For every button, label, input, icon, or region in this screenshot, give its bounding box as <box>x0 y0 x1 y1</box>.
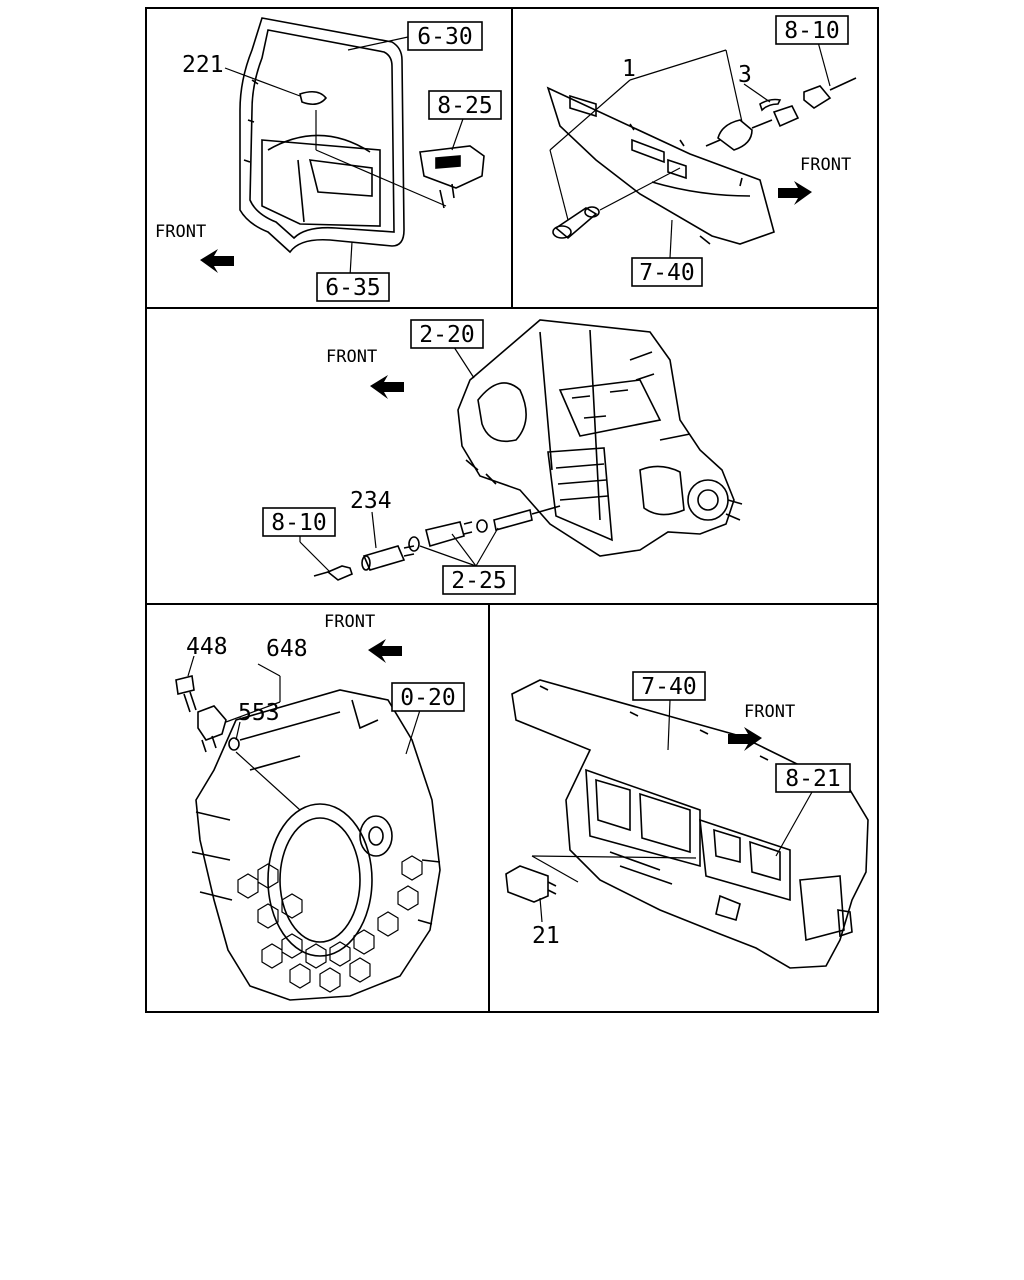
front-label: FRONT <box>800 155 851 175</box>
panel-upper-left: 6-30 8-25 6-35 221 FRONT <box>155 17 502 302</box>
svg-text:8-21: 8-21 <box>785 766 840 792</box>
panel-frame <box>145 7 879 1013</box>
svg-text:6-30: 6-30 <box>417 24 472 50</box>
dashboard-illustration <box>511 679 869 969</box>
panel-upper-right: 8-10 7-40 1 3 FRONT <box>546 15 857 287</box>
panel-middle: 2-20 8-10 2-25 234 FRONT <box>262 319 743 595</box>
svg-text:7-40: 7-40 <box>639 260 694 286</box>
leader-lines <box>224 36 465 277</box>
callout-part-3: 3 <box>738 62 752 88</box>
front-label: FRONT <box>744 702 795 722</box>
callout-sensor-648: 648 <box>266 636 308 662</box>
front-label: FRONT <box>326 347 377 367</box>
bulb-part-221 <box>299 90 328 106</box>
housing-illustration <box>191 689 441 1001</box>
sensor-parts <box>175 675 240 753</box>
front-arrow-icon <box>370 375 404 399</box>
speedo-sensor-parts <box>313 505 561 581</box>
callout-harness: 8-10 <box>775 15 849 45</box>
front-arrow-icon <box>728 727 762 751</box>
front-label: FRONT <box>155 222 206 242</box>
svg-text:7-40: 7-40 <box>641 674 696 700</box>
switch-illustration <box>419 145 485 209</box>
callout-oring-553: 553 <box>238 700 280 726</box>
leader-lines <box>549 41 831 259</box>
callout-dash: 7-40 <box>632 671 706 701</box>
callout-switch: 8-25 <box>428 90 502 120</box>
svg-text:6-35: 6-35 <box>325 275 380 301</box>
callout-door: 6-30 <box>407 21 483 51</box>
leader-lines <box>187 655 421 811</box>
svg-text:0-20: 0-20 <box>400 685 455 711</box>
housing-honeycomb <box>237 855 423 993</box>
switch-part-21 <box>505 865 557 903</box>
callout-cluster: 8-21 <box>775 763 851 793</box>
panel-illustration <box>546 86 775 245</box>
callout-bolt-448: 448 <box>186 634 228 660</box>
svg-text:8-25: 8-25 <box>437 93 492 119</box>
front-arrow-icon <box>200 249 234 273</box>
front-arrow-icon <box>368 639 402 663</box>
callout-speedo: 2-25 <box>442 565 516 595</box>
switch-part-3 <box>705 77 857 151</box>
callout-panel: 7-40 <box>631 257 703 287</box>
svg-text:2-25: 2-25 <box>451 568 506 594</box>
callout-part-21: 21 <box>532 923 560 949</box>
callout-part-1: 1 <box>622 56 636 82</box>
front-label: FRONT <box>324 612 375 632</box>
callout-part-221: 221 <box>182 52 224 78</box>
front-arrow-icon <box>778 181 812 205</box>
callout-housing: 0-20 <box>391 682 465 712</box>
callout-harness: 8-10 <box>262 507 336 537</box>
callout-frame: 6-35 <box>316 272 390 302</box>
panel-lower-left: 0-20 448 648 553 FRONT <box>175 612 465 1001</box>
callout-part-234: 234 <box>350 488 392 514</box>
callout-transmission: 2-20 <box>410 319 484 349</box>
transmission-illustration <box>457 319 743 557</box>
svg-text:8-10: 8-10 <box>271 510 326 536</box>
panel-lower-right: 7-40 8-21 21 FRONT <box>505 671 869 969</box>
svg-text:2-20: 2-20 <box>419 322 474 348</box>
door-illustration <box>239 17 405 254</box>
leader-lines <box>531 699 813 923</box>
svg-text:8-10: 8-10 <box>784 18 839 44</box>
switch-part-1 <box>552 206 600 240</box>
